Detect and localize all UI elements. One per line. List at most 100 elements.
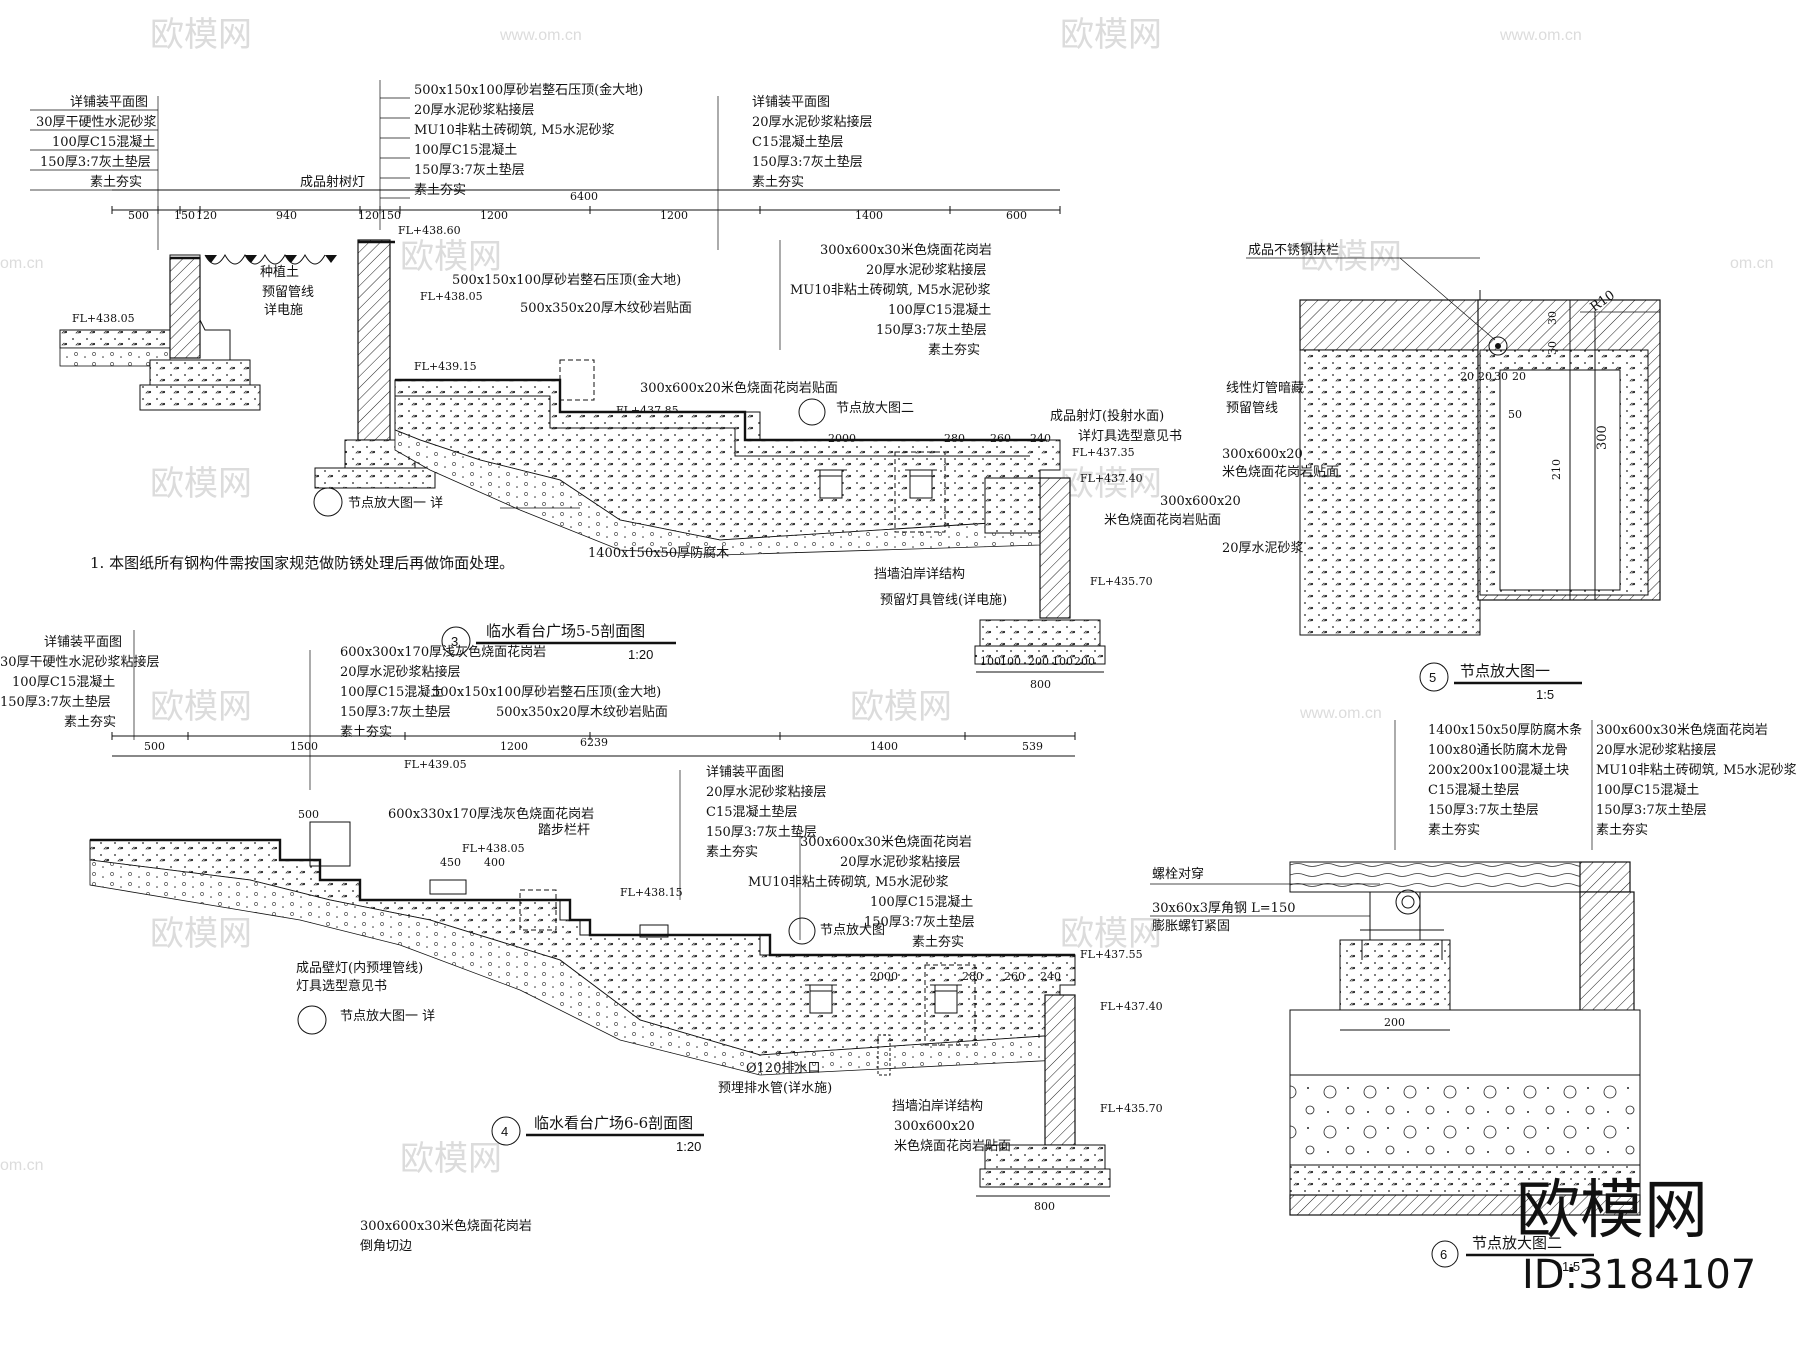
dim-total: 800 bbox=[1034, 1200, 1055, 1213]
watermark-brand: 欧模网 bbox=[1060, 465, 1162, 503]
layer-label: 500x350x20厚木纹砂岩贴面 bbox=[496, 705, 668, 720]
step-stone-label: 600x330x170厚浅灰色烧面花岗岩 bbox=[388, 806, 594, 822]
watermark-edge: om.cn bbox=[1730, 255, 1774, 272]
dimension-line-top: 6400 500 150 120 940 120 150 1200 1200 1… bbox=[111, 189, 1061, 222]
node-ref-label: 节点放大图一 详 bbox=[340, 1009, 435, 1024]
rail-label: 成品不锈钢扶栏 bbox=[1248, 243, 1339, 258]
layer-label: 150厚3:7灰土垫层 bbox=[864, 914, 975, 930]
layer-label: 100厚C15混凝土 bbox=[414, 142, 517, 158]
layer-label: 1400x150x50厚防腐木条 bbox=[1428, 722, 1582, 738]
layer-label: MU10非粘土砖砌筑, M5水泥砂浆 bbox=[414, 122, 615, 138]
section-scale: 1:5 bbox=[1536, 687, 1554, 702]
section-title: 节点放大图二 bbox=[1472, 1234, 1562, 1252]
layer-label: 100x80通长防腐木龙骨 bbox=[1428, 742, 1568, 758]
layer-label: 100厚C15混凝土 bbox=[870, 894, 973, 910]
layer-label: 20厚水泥砂浆粘接层 bbox=[414, 102, 535, 118]
pedestal bbox=[805, 984, 962, 1014]
watermark-brand: 欧模网 bbox=[150, 688, 252, 726]
retaining-label: 挡墙泊岸详结构 bbox=[874, 567, 965, 582]
elevation-mark: FL+438.15 bbox=[620, 886, 683, 899]
bottom-note: 倒角切边 bbox=[360, 1239, 412, 1254]
layer-label: 素土夯实 bbox=[928, 343, 980, 358]
layer-label: 150厚3:7灰土垫层 bbox=[752, 154, 863, 170]
layer-label: 150厚3:7灰土垫层 bbox=[0, 694, 111, 710]
layer-label: 30厚干硬性水泥砂浆 bbox=[36, 115, 157, 130]
watermark-edge: om.cn bbox=[0, 1157, 44, 1174]
facing-label: 300x600x20 bbox=[1222, 447, 1303, 462]
elevation-mark: FL+435.70 bbox=[1100, 1102, 1163, 1115]
layer-label: C15混凝土垫层 bbox=[752, 134, 844, 150]
dim-value: 30 bbox=[1546, 341, 1559, 355]
facing-label: 米色烧面花岗岩贴面 bbox=[1222, 464, 1339, 480]
dim-value: 30 bbox=[1546, 311, 1559, 325]
conduit-label: 详电施 bbox=[264, 303, 303, 318]
section-title: 临水看台广场6-6剖面图 bbox=[534, 1114, 693, 1132]
brand-name: 欧模网 bbox=[1516, 1174, 1708, 1248]
stepped-profile: 800 500 450 400 2000 280 260 240 bbox=[89, 808, 1111, 1213]
dim-value: 1200 bbox=[480, 209, 508, 222]
node-label: 节点放大图 bbox=[820, 923, 885, 938]
layer-label: 500x150x100厚砂岩整石压顶(金大地) bbox=[432, 684, 661, 700]
dim-value: 30 bbox=[1494, 370, 1508, 383]
dim-value: 200 bbox=[1028, 655, 1049, 668]
layer-label: 素土夯实 bbox=[64, 715, 116, 730]
layer-label: 100厚C15混凝土 bbox=[888, 302, 991, 318]
watermark-brand: 欧模网 bbox=[850, 688, 952, 726]
layer-label: 600x300x170厚浅灰色烧面花岗岩 bbox=[340, 644, 546, 660]
layer-label: 300x600x30米色烧面花岗岩 bbox=[1596, 722, 1768, 738]
dim-value: 2000 bbox=[870, 970, 898, 983]
dim-value: 100 bbox=[1052, 655, 1073, 668]
tread-label: 500x350x20厚木纹砂岩贴面 bbox=[520, 301, 692, 316]
section-5-5: 详铺装平面图 30厚干硬性水泥砂浆 100厚C15混凝土 150厚3:7灰土垫层… bbox=[30, 80, 1241, 691]
cap-label: 500x150x100厚砂岩整石压顶(金大地) bbox=[452, 272, 681, 288]
layer-label: 素土夯实 bbox=[1596, 823, 1648, 838]
dim-value: 20 bbox=[1478, 370, 1492, 383]
layer-label: 100厚C15混凝土 bbox=[1596, 782, 1699, 798]
dim-value: 100 bbox=[980, 655, 1001, 668]
dim-value: 1200 bbox=[500, 740, 528, 753]
pedestal bbox=[815, 469, 937, 499]
layer-label: MU10非粘土砖砌筑, M5水泥砂浆 bbox=[748, 874, 949, 890]
section-6-6: 详铺装平面图 30厚干硬性水泥砂浆粘接层 100厚C15混凝土 150厚3:7灰… bbox=[0, 630, 1163, 1254]
watermark-brand: 欧模网 bbox=[1300, 238, 1402, 276]
bolt-label: 螺栓对穿 bbox=[1152, 866, 1204, 882]
elevation-mark: FL+439.15 bbox=[414, 360, 477, 373]
elevation-mark: FL+438.05 bbox=[462, 842, 525, 855]
watermark-layer: 欧模网 www.om.cn 欧模网 www.om.cn 欧模网 欧模网 om.c… bbox=[0, 16, 1774, 1178]
dim-value: 240 bbox=[1030, 432, 1051, 445]
lamp-label: 灯具选型意见书 bbox=[296, 978, 387, 994]
board-label: 1400x150x50厚防腐木 bbox=[588, 545, 729, 561]
layer-label: 详铺装平面图 bbox=[752, 95, 830, 110]
elevation-mark: FL+437.35 bbox=[1072, 446, 1135, 459]
section-number: 6 bbox=[1440, 1247, 1447, 1262]
layer-label: 150厚3:7灰土垫层 bbox=[1596, 802, 1707, 818]
callout-left-layers: 详铺装平面图 30厚干硬性水泥砂浆 100厚C15混凝土 150厚3:7灰土垫层… bbox=[30, 95, 159, 250]
reserve-label: 预留灯具管线(详电施) bbox=[880, 593, 1007, 608]
layer-label: 素土夯实 bbox=[752, 175, 804, 190]
lamp-label: 详灯具选型意见书 bbox=[1078, 428, 1182, 444]
dim-value: 450 bbox=[440, 856, 461, 869]
conduit-label: 预留管线 bbox=[1226, 401, 1278, 416]
dim-value: 20 bbox=[1460, 370, 1474, 383]
bottom-note: 300x600x30米色烧面花岗岩 bbox=[360, 1218, 532, 1234]
facing-label: 米色烧面花岗岩贴面 bbox=[1104, 512, 1221, 528]
layer-label: 20厚水泥砂浆粘接层 bbox=[340, 664, 461, 680]
layer-label: 20厚水泥砂浆粘接层 bbox=[706, 784, 827, 800]
elevation-mark: FL+435.70 bbox=[1090, 575, 1153, 588]
layer-label: C15混凝土垫层 bbox=[1428, 782, 1520, 798]
watermark-brand: 欧模网 bbox=[150, 465, 252, 503]
dim-value: 20 bbox=[1512, 370, 1526, 383]
section-number-circle bbox=[1419, 662, 1449, 692]
layer-label: 150厚3:7灰土垫层 bbox=[706, 824, 817, 840]
retaining-label: 挡墙泊岸详结构 bbox=[892, 1099, 983, 1114]
layer-label: 素土夯实 bbox=[912, 935, 964, 950]
elevation-mark: FL+439.05 bbox=[404, 758, 467, 771]
dim-value: 200 bbox=[1074, 655, 1095, 668]
layer-label: 20厚水泥砂浆粘接层 bbox=[840, 854, 961, 870]
planting-label: 种植土 bbox=[260, 265, 299, 280]
section-scale: 1:20 bbox=[676, 1139, 701, 1154]
section-number: 3 bbox=[451, 634, 458, 649]
facing-label: 300x600x20米色烧面花岗岩贴面 bbox=[640, 380, 838, 396]
layer-label: 500x150x100厚砂岩整石压顶(金大地) bbox=[414, 82, 643, 98]
layer-label: 30厚干硬性水泥砂浆粘接层 bbox=[0, 654, 160, 670]
